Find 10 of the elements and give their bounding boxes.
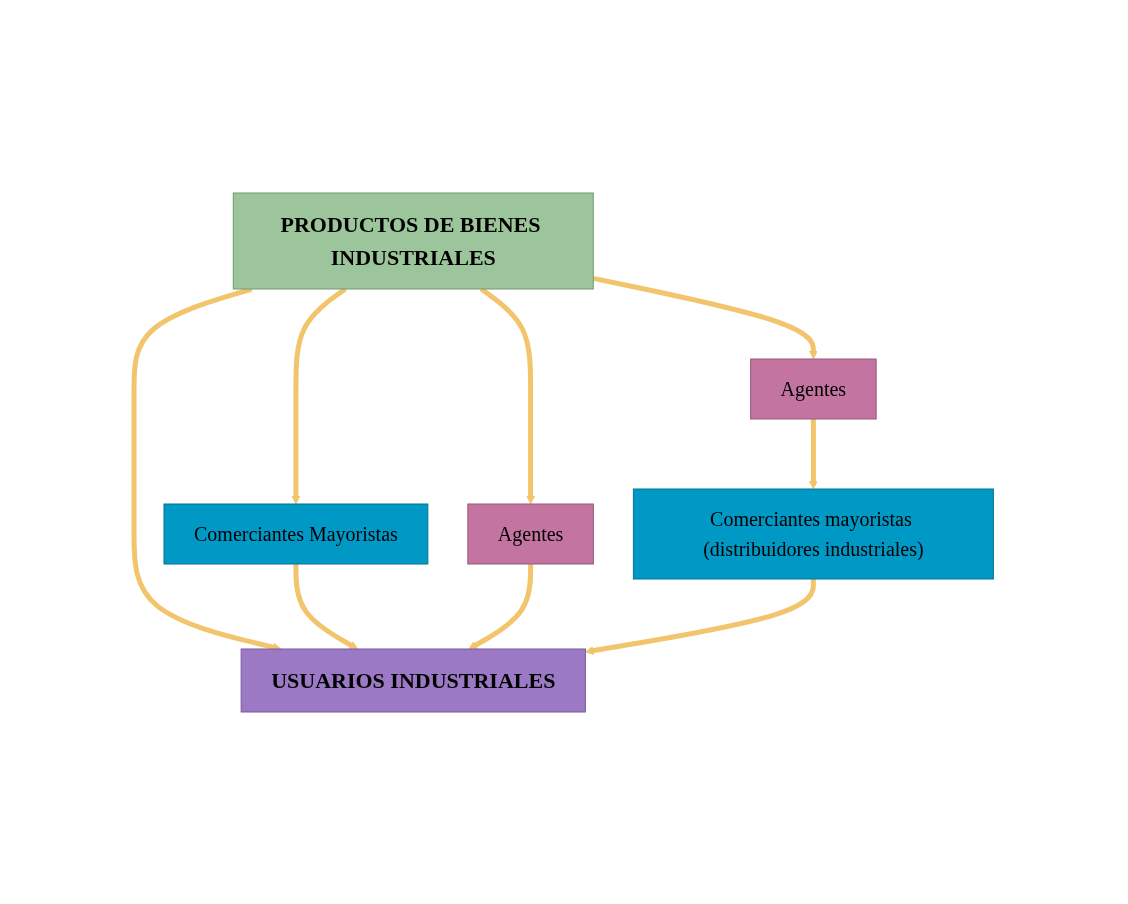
node-box: Agentes bbox=[750, 358, 877, 419]
arrow bbox=[809, 418, 819, 489]
node-box: PRODUCTOS DE BIENES INDUSTRIALES bbox=[233, 192, 595, 289]
arrow bbox=[468, 563, 534, 649]
arrow bbox=[593, 275, 819, 359]
node-box: USUARIOS INDUSTRIALES bbox=[240, 648, 587, 712]
node-box: Agentes bbox=[467, 503, 595, 564]
arrow bbox=[293, 563, 359, 649]
node-box: Comerciantes Mayoristas bbox=[163, 503, 429, 564]
node-box: Comerciantes mayoristas (distribuidores industriales) bbox=[633, 488, 995, 579]
